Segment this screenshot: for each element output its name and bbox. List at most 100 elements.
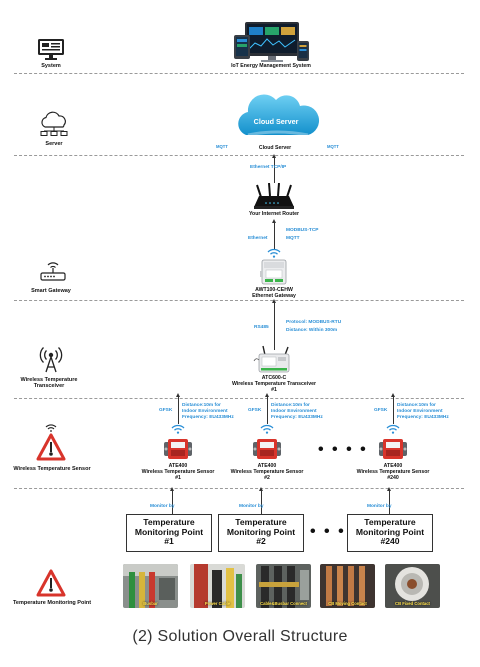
sensor1-info-1: Distance:10m for <box>182 403 221 408</box>
wifi-icon <box>386 424 400 434</box>
link-transceiver-gateway <box>272 299 276 350</box>
layer-label-server: Server <box>45 141 63 147</box>
link-point2 <box>259 487 263 514</box>
layer-label-gateway: Smart Gateway <box>31 288 71 294</box>
point240-number: #240 <box>380 536 400 547</box>
monitor-by-1: Monitor by <box>150 504 175 509</box>
layer-divider <box>14 488 464 489</box>
photo-busbar-label: Busbar <box>143 601 158 606</box>
wifi-icon <box>171 424 185 434</box>
temperature-sensor-icon <box>253 439 281 459</box>
photo-cb-moving: CB Moving Contact <box>320 564 375 608</box>
cloud-network-icon <box>40 111 68 136</box>
monitoring-point-1: Temperature Monitoring Point #1 <box>126 514 212 552</box>
photo-cable-busbar-label: Cable&Busbar Connect <box>260 601 307 606</box>
sensor1-number: #1 <box>175 475 181 481</box>
mqtt-left-label: MQTT <box>216 144 228 149</box>
sensor1-model: ATE400 <box>168 463 188 469</box>
transceiver-model: ATC600-C <box>261 375 287 381</box>
sensor2-number: #2 <box>264 475 270 481</box>
sensor240-model: ATE400 <box>383 463 403 469</box>
sensor240-info-2: Indoor Environment <box>397 409 443 414</box>
point240-line2: Monitoring Point <box>355 526 425 537</box>
photo-power-cable: Power Cable <box>190 564 245 608</box>
layer-label-point: Temperature Monitoring Point <box>12 600 92 606</box>
wifi-icon <box>267 248 281 258</box>
antenna-icon <box>39 347 63 373</box>
sensor2-gfsk: GFSK <box>248 408 262 413</box>
figure-caption: (2) Solution Overall Structure <box>132 628 348 645</box>
rtu-protocol-line: Protocol: MODBUS-RTU <box>286 320 342 325</box>
gateway-name: Ethernet Gateway <box>252 293 296 299</box>
transceiver-name: Wireless Temperature Transceiver <box>231 381 317 387</box>
sensor2-info-2: Indoor Environment <box>271 409 317 414</box>
sensor1-info-3: Frequency: EU433MHz <box>182 415 234 420</box>
link-router-cloud <box>272 154 276 183</box>
sensor1-info-2: Indoor Environment <box>182 409 228 414</box>
sensor240-name: Wireless Temperature Sensor <box>356 469 430 475</box>
sensor240-info-1: Distance:10m for <box>397 403 436 408</box>
link-sensor1 <box>176 393 180 424</box>
monitoring-point-2: Temperature Monitoring Point #2 <box>218 514 304 552</box>
photo-power-cable-label: Power Cable <box>204 601 231 606</box>
sensor240-gfsk: GFSK <box>374 408 388 413</box>
dashboard-devices-icon <box>234 22 309 62</box>
layer-label-sensor: Wireless Temperature Sensor <box>13 466 91 472</box>
cloud-icon <box>238 94 320 137</box>
point1-number: #1 <box>164 536 174 547</box>
photo-cb-moving-label: CB Moving Contact <box>328 601 367 606</box>
gateway-ethernet-label: Ethernet <box>248 236 268 241</box>
router-icon <box>40 262 66 281</box>
iot-system-label: IoT Energy Management System <box>231 63 311 69</box>
wifi-icon <box>260 424 274 434</box>
rtu-distance-line: Distance: Within 300m <box>286 328 338 333</box>
layer-divider <box>14 398 464 399</box>
sensor2-info-3: Frequency: EU433MHz <box>271 415 323 420</box>
photo-cb-fixed-label: CB Fixed Contact <box>395 601 430 606</box>
temperature-sensor-icon <box>379 439 407 459</box>
layer-label-transceiver: Wireless Temperature Transceiver <box>20 377 78 390</box>
cloud-server-caption: Cloud Server <box>258 145 292 151</box>
link-gateway-router <box>272 219 276 250</box>
photo-cb-fixed: CB Fixed Contact <box>385 564 440 608</box>
cloud-server-label: Cloud Server <box>253 117 299 126</box>
warning-triangle-icon <box>36 433 66 461</box>
sensor2-model: ATE400 <box>257 463 277 469</box>
monitoring-point-240: Temperature Monitoring Point #240 <box>347 514 433 552</box>
wifi-icon <box>45 424 57 432</box>
point2-line2: Monitoring Point <box>226 526 296 537</box>
point2-line1: Temperature <box>235 517 287 527</box>
monitor-icon <box>38 39 64 60</box>
monitor-by-2: Monitor by <box>239 504 264 509</box>
sensor2-name: Wireless Temperature Sensor <box>230 469 304 475</box>
gateway-protocol-2: MQTT <box>286 236 300 241</box>
sensor1-gfsk: GFSK <box>159 408 173 413</box>
monitor-by-240: Monitor by <box>367 504 392 509</box>
sensor-ellipsis: • • • • <box>318 441 368 458</box>
sensor240-info-3: Frequency: EU433MHz <box>397 415 449 420</box>
router-cloud-protocol: Ethernet TCP/IP <box>250 165 287 170</box>
sensor2-info-1: Distance:10m for <box>271 403 310 408</box>
router-label: Your Internet Router <box>248 211 300 217</box>
link-point1 <box>170 487 174 514</box>
sensor240-number: #240 <box>387 475 399 481</box>
layer-divider <box>14 73 464 74</box>
layer-divider <box>14 300 464 301</box>
photo-busbar: Busbar <box>123 564 178 608</box>
warning-triangle-icon <box>36 569 66 597</box>
gateway-device-icon <box>260 259 287 285</box>
link-sensor2 <box>265 393 269 424</box>
link-point240 <box>387 487 391 514</box>
mqtt-right-label: MQTT <box>327 144 339 149</box>
layer-label-system: System <box>41 63 61 69</box>
point2-number: #2 <box>256 536 266 547</box>
point-ellipsis: • • • • <box>310 523 360 540</box>
point1-line1: Temperature <box>143 517 195 527</box>
point1-line2: Monitoring Point <box>134 526 204 537</box>
gateway-model: AWT100-CEHW <box>255 287 293 293</box>
link-sensor240 <box>391 393 395 424</box>
sensor1-name: Wireless Temperature Sensor <box>141 469 215 475</box>
transceiver-device-icon <box>253 345 290 373</box>
temperature-sensor-icon <box>164 439 192 459</box>
